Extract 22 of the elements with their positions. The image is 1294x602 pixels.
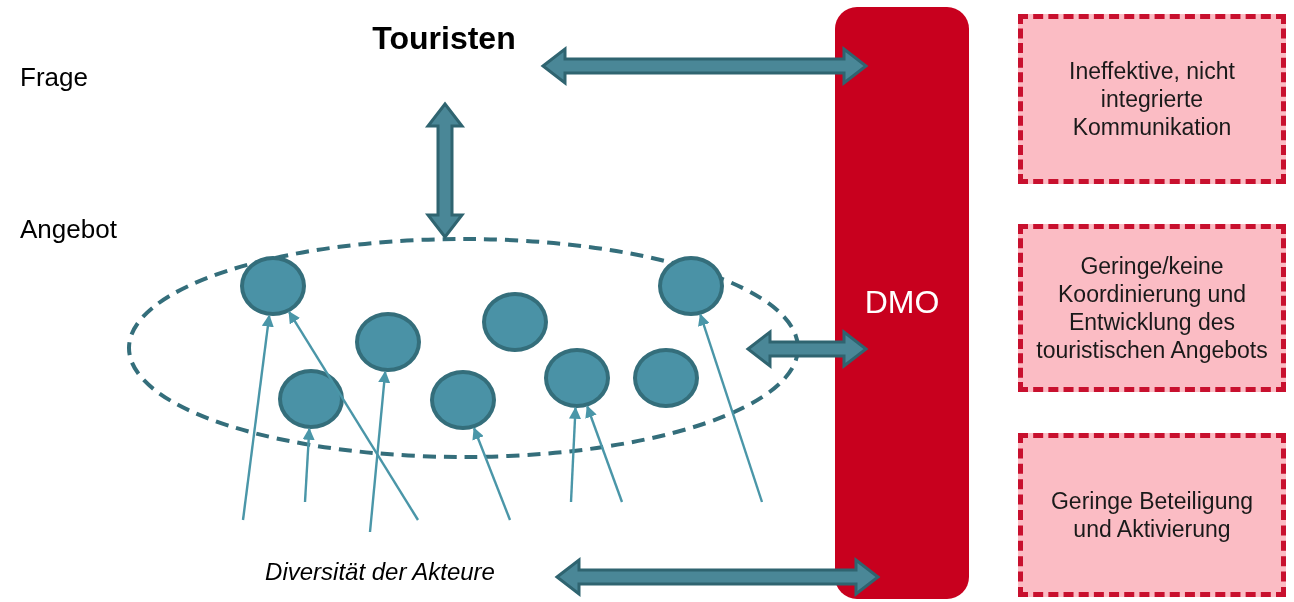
double-block-arrow xyxy=(745,328,869,370)
arrow xyxy=(288,311,420,521)
problem-box: Geringe/keine Koordinierung und Entwicklung des touristischen Angebots xyxy=(1018,224,1286,392)
heading-text: Touristen xyxy=(358,18,530,58)
arrow xyxy=(368,370,391,533)
double-block-arrow xyxy=(424,101,466,240)
double-block-arrow xyxy=(540,45,869,87)
caption-text: Diversität der Akteure xyxy=(234,556,526,588)
dmo-bar: DMO xyxy=(835,7,969,599)
problem-box: Ineffektive, nicht integrierte Kommunikation xyxy=(1018,14,1286,184)
arrow xyxy=(585,405,624,503)
double-block-arrow xyxy=(554,556,881,598)
arrow xyxy=(569,406,581,503)
arrow xyxy=(472,427,512,521)
arrow xyxy=(302,427,315,503)
side-label: Frage xyxy=(20,62,88,93)
side-label: Angebot xyxy=(20,214,117,245)
problem-box: Geringe Beteiligung und Aktivierung xyxy=(1018,433,1286,597)
actor-circle xyxy=(240,256,306,316)
dashed-ellipse xyxy=(127,237,800,459)
arrow xyxy=(241,314,274,521)
arrow xyxy=(698,313,764,503)
